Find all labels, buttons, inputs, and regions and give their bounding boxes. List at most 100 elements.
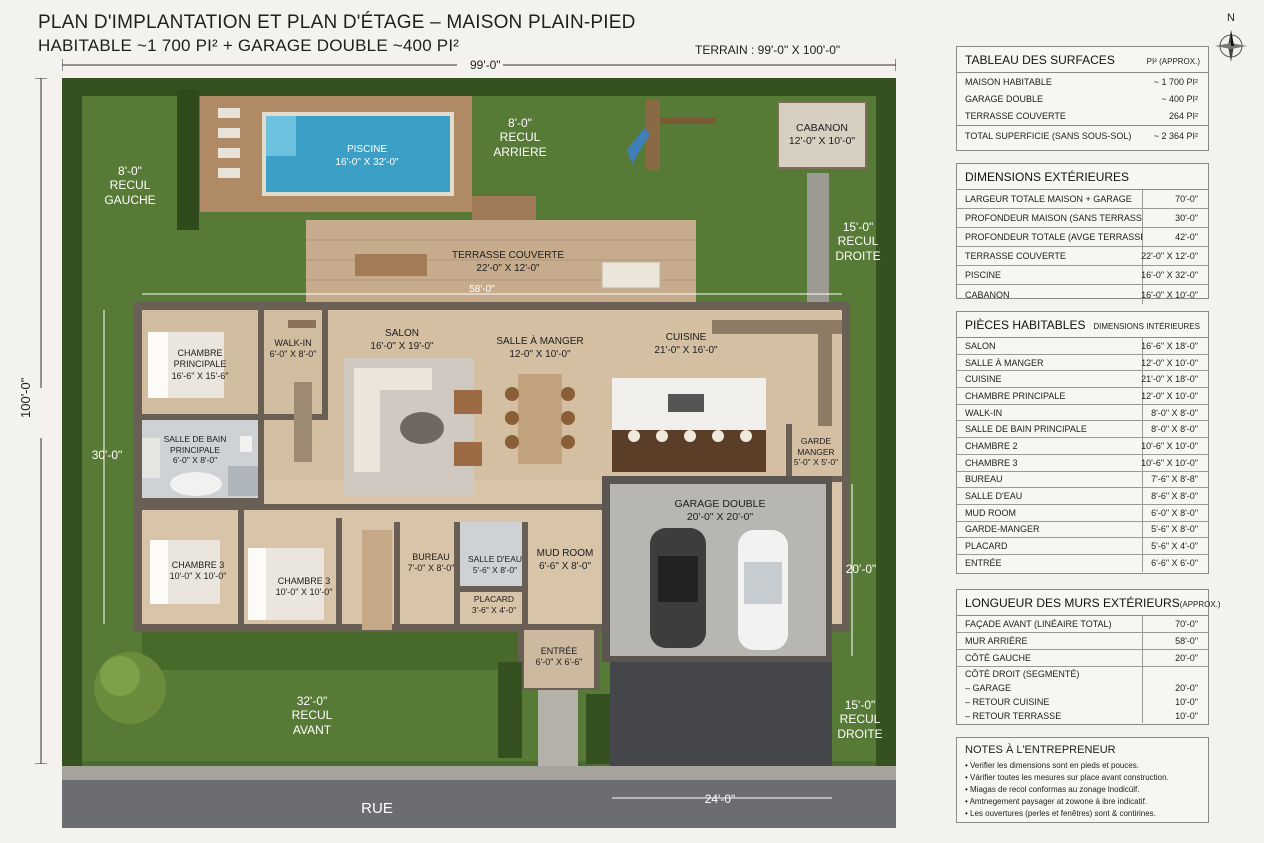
surfaces-table-header: TABLEAU DES SURFACES PI² (APPROX.) (957, 47, 1208, 73)
table-row: MUD ROOM 6'-0" X 8'-0" (957, 504, 1208, 522)
table-row: SALON 16'-6" X 18'-0" (957, 338, 1208, 355)
table-row: – GARAGE 20'-0" (957, 681, 1208, 695)
table-cell-label: ENTRÉE (965, 558, 1002, 569)
table-row: GARAGE DOUBLE~ 400 PI² (965, 93, 1198, 104)
table-row: CUISINE 21'-0" X 18'-0" (957, 371, 1208, 389)
table-cell-label: CHAMBRE 2 (965, 440, 1018, 451)
table-row: WALK-IN 8'-0" X 8'-0" (957, 404, 1208, 422)
table-cell-value (1142, 667, 1208, 681)
table-cell-label: BUREAU (965, 474, 1003, 485)
rooms-table-header: PIÈCES HABITABLES DIMENSIONS INTÉRIEURES (957, 312, 1208, 338)
table-cell-label: PISCINE (965, 270, 1002, 280)
table-cell-label: CÔTÉ DROIT (SEGMENTÉ) (965, 669, 1080, 679)
walls-table-header: LONGUEUR DES MURS EXTÉRIEURS (APPROX.) (957, 590, 1221, 616)
table-cell-label: CHAMBRE 3 (965, 457, 1018, 468)
table-cell-value: 12'-0" X 10'-0" (1141, 354, 1208, 371)
table-cell-label: – RETOUR CUISINE (965, 697, 1050, 707)
table-cell-value: 7'-6" X 8'-8" (1142, 471, 1208, 488)
table-cell-label: FAÇADE AVANT (LINÉAIRE TOTAL) (965, 619, 1112, 629)
house-depth-label: 30'-0" (91, 448, 123, 462)
note-item: Várifier toutes les mesures sur place av… (965, 772, 1200, 784)
note-item: Verifier les dimensions sont en pieds et… (965, 760, 1200, 772)
table-row: MUR ARRIÈRE 58'-0" (957, 633, 1208, 650)
table-cell-value: 6'-0" X 8'-0" (1142, 504, 1208, 521)
lot-depth-dimension-line (34, 78, 48, 764)
rooms-table-title: PIÈCES HABITABLES (965, 318, 1086, 332)
table-cell-label: SALLE À MANGER (965, 357, 1044, 368)
table-cell-value: 16'-6" X 18'-0" (1141, 338, 1208, 354)
street-label: RUE (361, 800, 393, 817)
rooms-table: PIÈCES HABITABLES DIMENSIONS INTÉRIEURES… (956, 311, 1209, 574)
table-cell-label: SALLE D'EAU (965, 491, 1023, 502)
table-cell-label: MUD ROOM (965, 507, 1016, 518)
table-row: PROFONDEUR MAISON (SANS TERRASSS)30'-0" (957, 209, 1208, 228)
rooms-table-unit: DIMENSIONS INTÉRIEURES (1093, 322, 1200, 331)
table-cell-value: 20'-0" (1142, 681, 1208, 695)
walls-table-title: LONGUEUR DES MURS EXTÉRIEURS (965, 596, 1180, 610)
table-cell-label: SALON (965, 340, 996, 351)
table-cell-label: MUR ARRIÈRE (965, 636, 1028, 646)
table-row: FAÇADE AVANT (LINÉAIRE TOTAL) 70'-0" (957, 616, 1208, 633)
table-cell-label: PLACARD (965, 541, 1008, 552)
table-cell-value: 58'-0" (1142, 633, 1208, 649)
contractor-notes: NOTES À L'ENTREPRENEUR Verifier les dime… (956, 737, 1209, 823)
terrain-size: TERRAIN : 99'-0" X 100'-0" (695, 43, 841, 57)
note-item: Les ouvertures (perles et fenêtres) sont… (965, 808, 1200, 820)
table-cell-value: 10'-0" (1142, 695, 1208, 709)
table-cell-label: – GARAGE (965, 683, 1012, 693)
table-cell-value: 21'-0" X 18'-0" (1141, 371, 1208, 388)
table-cell-value: 42'-0" (1142, 228, 1208, 246)
page-title: PLAN D'IMPLANTATION ET PLAN D'ÉTAGE – MA… (38, 12, 636, 33)
walls-table-unit: (APPROX.) (1179, 600, 1221, 609)
garage-right-dimension: 20'-0" (845, 562, 877, 576)
table-row: – RETOUR CUISINE 10'-0" (957, 695, 1208, 709)
north-label: N (1227, 12, 1235, 24)
table-row: MAISON HABITABLE~ 1 700 PI² (965, 76, 1198, 87)
exterior-dimensions-header: DIMENSIONS EXTÉRIEURES (957, 164, 1208, 190)
table-cell-label: TERRASSE COUVERTE (965, 251, 1066, 261)
table-cell-label: CUISINE (965, 374, 1002, 385)
lot-width-dimension-line (62, 58, 896, 72)
table-cell-value: 70'-0" (1142, 616, 1208, 632)
surfaces-table-unit: PI² (APPROX.) (1146, 57, 1200, 66)
table-cell-label: CABANON (965, 289, 1010, 300)
table-cell-label: PROFONDEUR MAISON (SANS TERRASSS) (965, 213, 1142, 223)
table-cell-value: 30'-0" (1142, 209, 1208, 227)
table-cell-label: CÔTÉ GAUCHE (965, 653, 1032, 663)
surfaces-total-row: TOTAL SUPERFICIE (SANS SOUS-SOL)~ 2 364 … (957, 124, 1208, 147)
exterior-dimensions-table: DIMENSIONS EXTÉRIEURES LARGEUR TOTALE MA… (956, 163, 1209, 304)
table-cell-label: WALK-IN (965, 407, 1003, 418)
house-width-label: 58'-0" (469, 284, 495, 295)
table-cell-value: 8'-0" X 8'-0" (1142, 404, 1208, 421)
lot-width-label: 99'-0" (470, 58, 501, 72)
